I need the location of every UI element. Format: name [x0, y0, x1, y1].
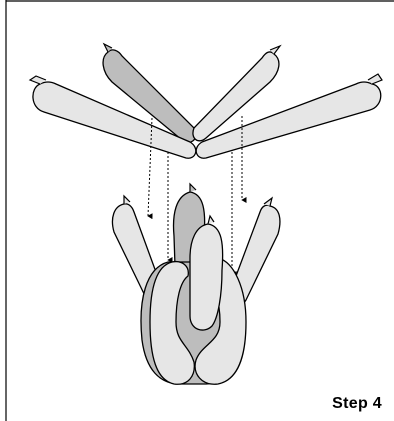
balloon-icon [264, 198, 272, 206]
balloon-icon [124, 196, 130, 204]
balloon-icon [208, 216, 214, 224]
step-label: Step 4 [332, 395, 382, 413]
balloon-icon [190, 184, 196, 192]
balloon-icon [190, 224, 223, 330]
